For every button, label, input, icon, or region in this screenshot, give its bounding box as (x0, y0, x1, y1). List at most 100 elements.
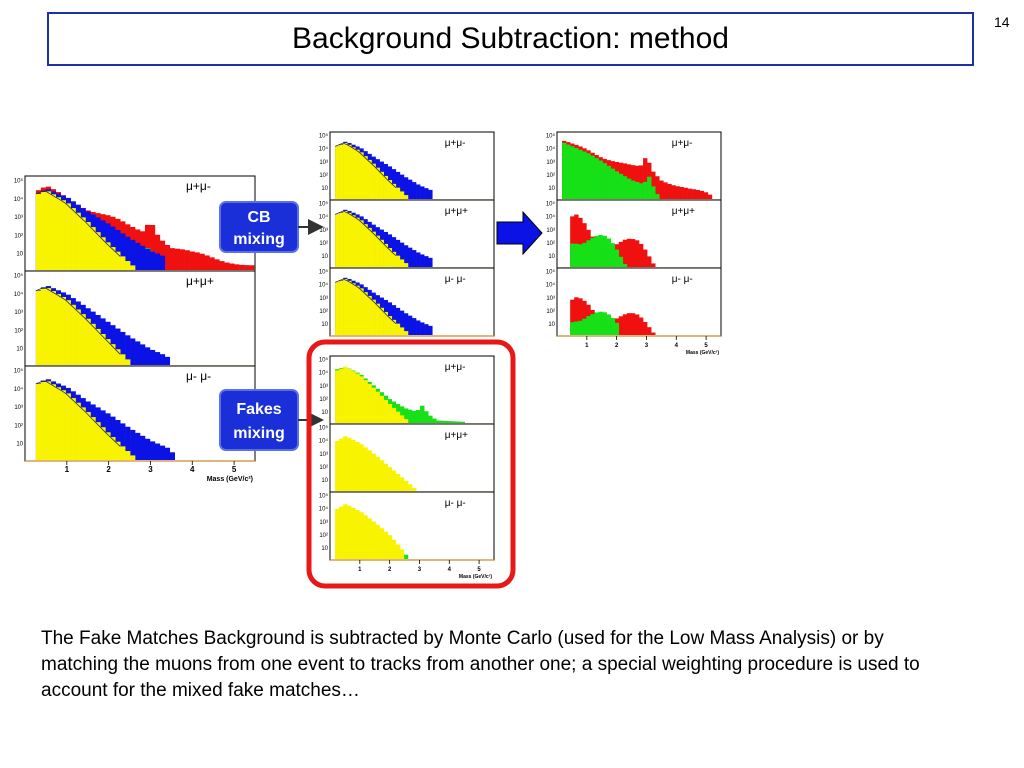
x-tick-label: 1 (358, 567, 362, 573)
y-tick-label: 10⁵ (319, 269, 329, 276)
histogram-bar (416, 320, 421, 335)
histogram-bar (347, 280, 352, 335)
histogram-bar (363, 224, 368, 267)
histogram-bar (655, 194, 660, 199)
histogram-bar (130, 429, 136, 460)
histogram-bar (50, 194, 57, 270)
y-tick-label: 10⁵ (319, 201, 329, 208)
histogram-bar (602, 163, 607, 200)
histogram-bar (50, 384, 57, 460)
histogram-bar (40, 381, 47, 460)
histogram-bar (115, 328, 121, 365)
histogram-bar (606, 165, 611, 200)
histogram-bar (420, 186, 425, 199)
histogram-bar (355, 217, 360, 267)
y-tick-label: 10⁴ (319, 146, 329, 153)
histogram-bar (90, 227, 96, 270)
y-tick-label: 10⁴ (319, 214, 329, 221)
histogram-bar (204, 255, 210, 270)
title-box: Background Subtraction: method (47, 12, 974, 66)
histogram-bar (85, 412, 91, 460)
histogram-bar (335, 214, 340, 267)
histogram-bar (80, 217, 86, 270)
histogram-bar (335, 282, 340, 335)
histogram-bar (602, 312, 607, 335)
histogram-bar (428, 189, 433, 199)
histogram-bar (590, 314, 595, 335)
caption-text: The Fake Matches Background is subtracte… (41, 628, 920, 701)
histogram-bar (65, 393, 71, 460)
histogram-bar (412, 182, 417, 199)
histogram-bar (120, 423, 126, 460)
histogram-bar (144, 224, 151, 270)
histogram-bar (347, 505, 352, 559)
histogram-bar (85, 318, 91, 365)
y-tick-label: 10³ (319, 160, 328, 166)
histogram-bar (570, 216, 575, 267)
histogram-bar (249, 265, 255, 270)
histogram-bar (169, 248, 175, 270)
histogram-bar (391, 407, 397, 423)
histogram-bar (159, 255, 166, 270)
histogram-bar (416, 252, 421, 267)
histogram-bar (100, 427, 106, 460)
histogram-bar (199, 253, 205, 270)
histogram-bar (598, 311, 603, 335)
histogram-bar (383, 399, 388, 423)
histogram-bar (387, 535, 393, 559)
histogram-bar (651, 186, 656, 199)
histogram-bar (590, 155, 595, 199)
x-tick-label: 1 (65, 465, 70, 474)
y-tick-label: 10 (321, 410, 328, 416)
histogram-bar (65, 300, 71, 365)
histogram-bar (359, 152, 364, 199)
histogram-bar (407, 409, 413, 423)
histogram-bar (610, 168, 615, 199)
histogram-bar (371, 521, 376, 559)
histogram-bar (135, 432, 141, 460)
histogram-bar (395, 307, 401, 336)
y-tick-label: 10² (319, 465, 328, 471)
histogram-bar (651, 171, 656, 199)
histogram-bar (647, 256, 652, 267)
histogram-bar (115, 251, 121, 270)
histogram-bar (416, 184, 421, 199)
histogram-bar (115, 349, 121, 365)
histogram-bar (675, 186, 680, 199)
histogram-bar (339, 368, 344, 423)
y-tick-label: 10² (14, 329, 23, 335)
histogram-bar (194, 252, 200, 270)
histogram-bar (586, 153, 591, 199)
histogram-bar (375, 391, 380, 423)
charge-label: μ+μ+ (672, 206, 695, 217)
y-tick-label: 10⁴ (14, 291, 24, 298)
histogram-bar (452, 421, 457, 423)
histogram-bar (375, 167, 380, 199)
histogram-bar (359, 220, 364, 267)
charge-label: μ+μ- (445, 362, 466, 373)
charge-label: μ+μ+ (445, 430, 468, 441)
histogram-bar (75, 212, 81, 270)
histogram-bar (578, 298, 583, 335)
y-tick-label: 10⁵ (319, 493, 329, 500)
histogram-bar (371, 387, 376, 423)
histogram-bar (335, 440, 340, 491)
histogram-bar (383, 311, 388, 335)
cb-mixing-box: CB mixing (219, 201, 324, 253)
histogram-bar (351, 215, 356, 267)
histogram-bar (395, 473, 401, 491)
histogram-bar (614, 322, 620, 335)
histogram-bar (75, 402, 81, 460)
histogram-bar (359, 512, 364, 559)
y-tick-label: 10⁴ (546, 146, 556, 153)
histogram-bar (105, 432, 111, 460)
histogram-bar (149, 225, 156, 270)
histogram-bar (184, 250, 190, 270)
histogram-bar (614, 249, 620, 267)
histogram-bar (403, 554, 409, 559)
histogram-bar (643, 321, 648, 335)
histogram-bar (209, 257, 215, 270)
